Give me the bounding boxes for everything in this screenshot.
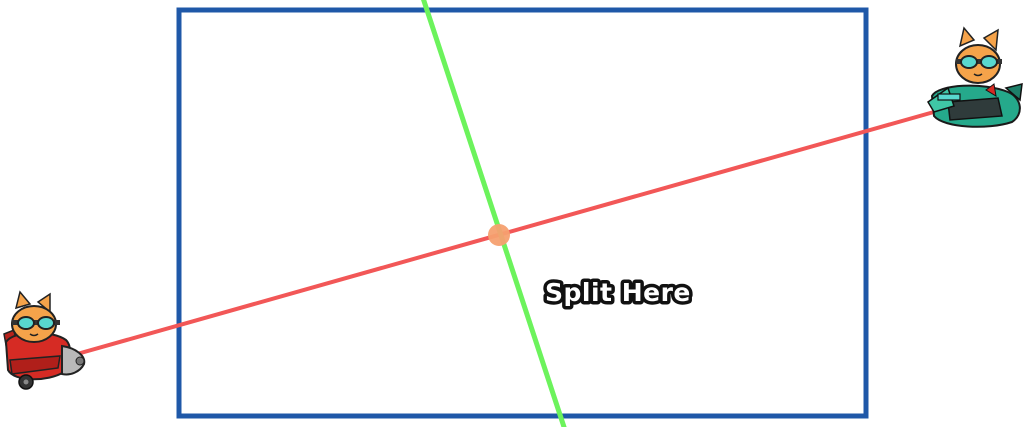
teal-plane-tail (1004, 83, 1023, 102)
split-here-label: Split Here (545, 278, 691, 307)
play-area-frame (176, 7, 869, 419)
split-here-label-outline: Split Here (545, 278, 691, 307)
cat-left-mouth (29, 333, 39, 337)
cat-right-goggle-r (980, 55, 998, 69)
cat-left-goggle-strap (12, 320, 60, 325)
red-plane-nose (61, 344, 86, 376)
teal-plane-tail-red (985, 83, 997, 97)
cat-left-goggle-l (17, 316, 35, 330)
teal-plane-armor (947, 97, 1003, 121)
cat-left-goggle-r (37, 316, 55, 330)
cat-right-mouth (973, 73, 983, 77)
cat-right-goggle-l (960, 55, 978, 69)
teal-plane-gun (937, 93, 961, 101)
intersection-marker (488, 224, 510, 246)
red-plane-wing (9, 355, 61, 375)
cat-pilot-red-plane-icon[interactable] (3, 290, 86, 390)
cat-right-ear-r (982, 28, 999, 52)
cat-right-ear-l (958, 26, 976, 48)
red-plane-wheel-hub (23, 379, 29, 385)
cat-left-ear-l (14, 290, 32, 310)
split-here-label-group: Split Here Split Here (542, 275, 694, 311)
red-plane-nose-cap (75, 356, 85, 366)
cat-pilot-teal-plane-icon[interactable] (926, 26, 1023, 128)
cat-right-goggle-strap (956, 59, 1002, 64)
split-line[interactable] (421, 0, 567, 427)
